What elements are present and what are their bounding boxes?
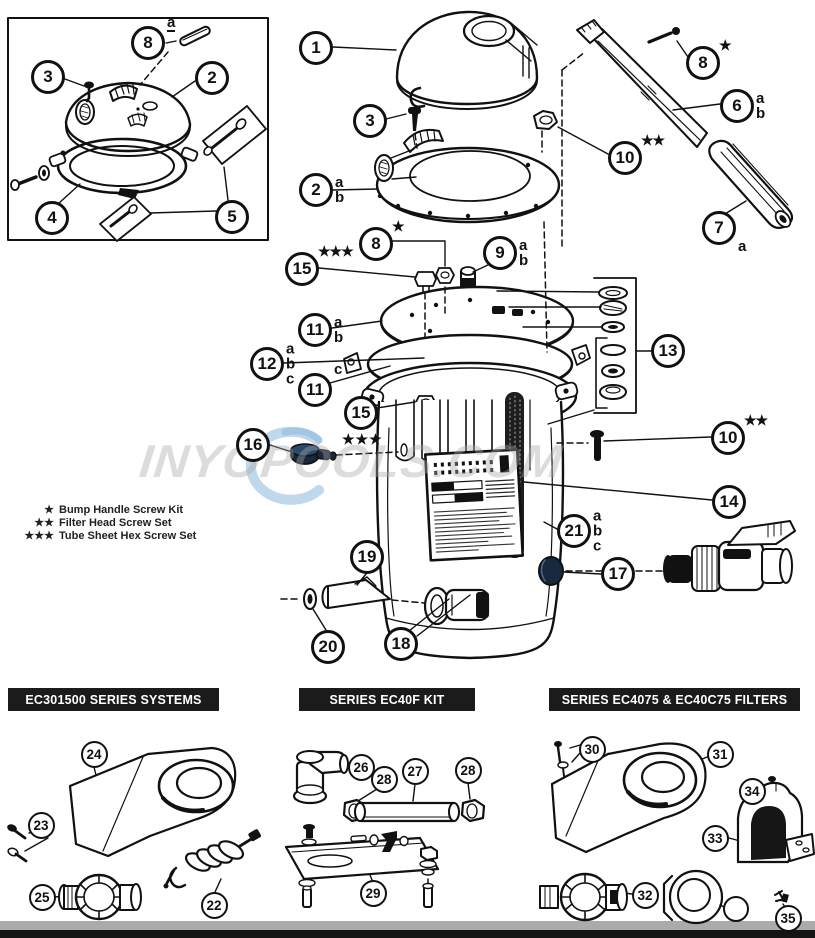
legend-label: Filter Head Screw Set bbox=[59, 516, 172, 529]
ec40f-parts bbox=[284, 750, 486, 908]
legend-label: Bump Handle Screw Kit bbox=[59, 503, 184, 516]
part-screw-3 bbox=[408, 107, 421, 131]
legend-row: ★ Bump Handle Screw Kit bbox=[18, 503, 196, 517]
inset-lid-clamp-detail bbox=[7, 17, 269, 242]
section-header-ec301500: EC301500 SERIES SYSTEMS bbox=[8, 688, 219, 711]
ec4075-parts bbox=[539, 741, 815, 925]
legend-stars: ★ bbox=[44, 504, 54, 516]
part-screw-10-right bbox=[590, 430, 604, 461]
legend-stars: ★★★ bbox=[24, 530, 54, 542]
footer-gray-bar bbox=[0, 921, 815, 930]
part-cap-and-valve bbox=[538, 520, 796, 592]
part-filter-head bbox=[374, 128, 561, 224]
part-washer-stack bbox=[593, 277, 637, 414]
part-sight-glass bbox=[290, 443, 337, 465]
part-dome-cover bbox=[395, 10, 539, 110]
section-header-ec40f: SERIES EC40F KIT bbox=[299, 688, 475, 711]
part-tank-body bbox=[375, 392, 565, 660]
legend-label: Tube Sheet Hex Screw Set bbox=[59, 529, 197, 542]
legend-stars: ★★ bbox=[34, 517, 54, 529]
footer-black-bar bbox=[0, 930, 815, 938]
section-header-ec4075: SERIES EC4075 & EC40C75 FILTERS bbox=[549, 688, 800, 711]
legend-row: ★★ Filter Head Screw Set bbox=[18, 516, 196, 530]
part-hex-hardware-mid bbox=[414, 267, 455, 302]
screw-kit-legend: ★ Bump Handle Screw Kit ★★ Filter Head S… bbox=[18, 503, 197, 543]
legend-row: ★★★ Tube Sheet Hex Screw Set bbox=[18, 529, 197, 543]
part-bump-handle bbox=[576, 19, 794, 230]
part-nut-top bbox=[533, 110, 558, 130]
ec301500-parts bbox=[7, 746, 261, 921]
part-drain-fittings bbox=[303, 576, 490, 626]
